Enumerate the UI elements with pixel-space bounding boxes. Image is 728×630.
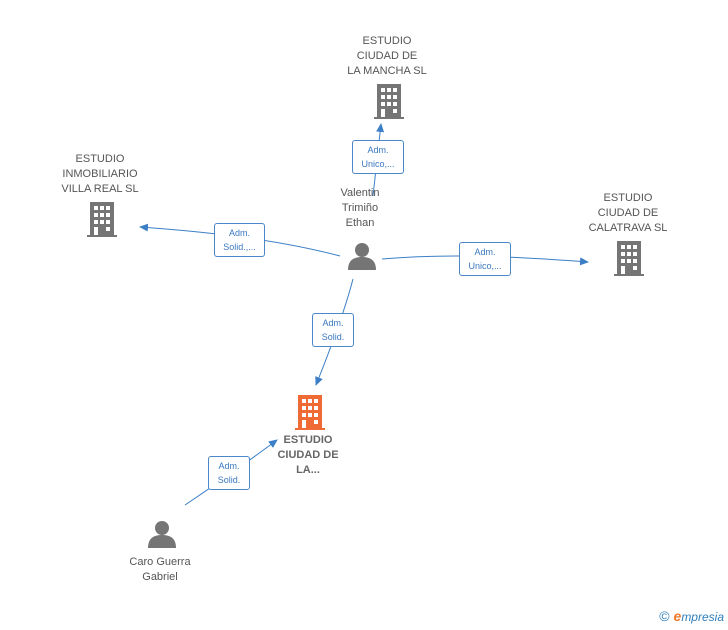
brand-initial: e <box>673 608 682 624</box>
label-line: Trimiño <box>341 202 379 214</box>
edge-label-line: Unico,... <box>361 159 395 169</box>
label-line: CIUDAD DE <box>597 207 659 219</box>
label-line: INMOBILIARIO <box>62 168 138 180</box>
label-line: LA... <box>296 464 320 476</box>
label-line: Gabriel <box>142 571 178 583</box>
label-line: CIUDAD DE <box>277 449 339 461</box>
label-line: ESTUDIO <box>75 153 125 165</box>
building-icon[interactable] <box>374 84 404 119</box>
node-label-calatrava[interactable]: ESTUDIO CIUDAD DE CALATRAVA SL <box>589 191 668 236</box>
node-label-main[interactable]: ESTUDIO CIUDAD DE LA... <box>277 433 338 478</box>
footer-brand: © empresia <box>659 608 724 624</box>
edge-label-valentin-villa-real[interactable]: Adm. Solid.,... <box>214 223 265 257</box>
edge-label-caro-main[interactable]: Adm. Solid. <box>208 456 250 490</box>
person-icon[interactable] <box>148 521 176 548</box>
edge-label-line: Adm. <box>474 247 496 257</box>
building-icon[interactable] <box>614 241 644 276</box>
edge-label-line: Solid.,... <box>223 242 256 252</box>
copyright-icon: © <box>659 608 670 624</box>
edge-label-line: Adm. <box>367 145 389 155</box>
label-line: ESTUDIO <box>362 35 412 47</box>
node-label-caro[interactable]: Caro Guerra Gabriel <box>129 555 190 585</box>
node-label-valentin[interactable]: Valentin Trimiño Ethan <box>341 186 380 231</box>
label-line: ESTUDIO <box>283 434 333 446</box>
edge-label-valentin-la-mancha[interactable]: Adm. Unico,... <box>352 140 404 174</box>
node-label-villa-real[interactable]: ESTUDIO INMOBILIARIO VILLA REAL SL <box>61 152 138 197</box>
label-line: CIUDAD DE <box>356 50 418 62</box>
edge-label-valentin-main[interactable]: Adm. Solid. <box>312 313 354 347</box>
label-line: Valentin <box>340 187 380 199</box>
brand-name: mpresia <box>681 610 724 624</box>
label-line: Caro Guerra <box>129 556 191 568</box>
node-label-la-mancha[interactable]: ESTUDIO CIUDAD DE LA MANCHA SL <box>347 34 426 79</box>
edge-label-valentin-calatrava[interactable]: Adm. Unico,... <box>459 242 511 276</box>
label-line: ESTUDIO <box>603 192 653 204</box>
edge-label-line: Solid. <box>321 332 345 342</box>
building-icon[interactable] <box>295 395 325 430</box>
person-icon[interactable] <box>348 243 376 270</box>
label-line: LA MANCHA SL <box>347 65 427 77</box>
building-icon[interactable] <box>87 202 117 237</box>
edge-label-line: Solid. <box>217 475 241 485</box>
brand-logo[interactable]: empresia <box>674 608 724 624</box>
edge-label-line: Adm. <box>228 228 250 238</box>
label-line: CALATRAVA SL <box>588 222 668 234</box>
edge-label-line: Adm. <box>218 461 240 471</box>
label-line: VILLA REAL SL <box>61 183 139 195</box>
label-line: Ethan <box>345 217 375 229</box>
edge-label-line: Unico,... <box>468 261 502 271</box>
edge-label-line: Adm. <box>322 318 344 328</box>
